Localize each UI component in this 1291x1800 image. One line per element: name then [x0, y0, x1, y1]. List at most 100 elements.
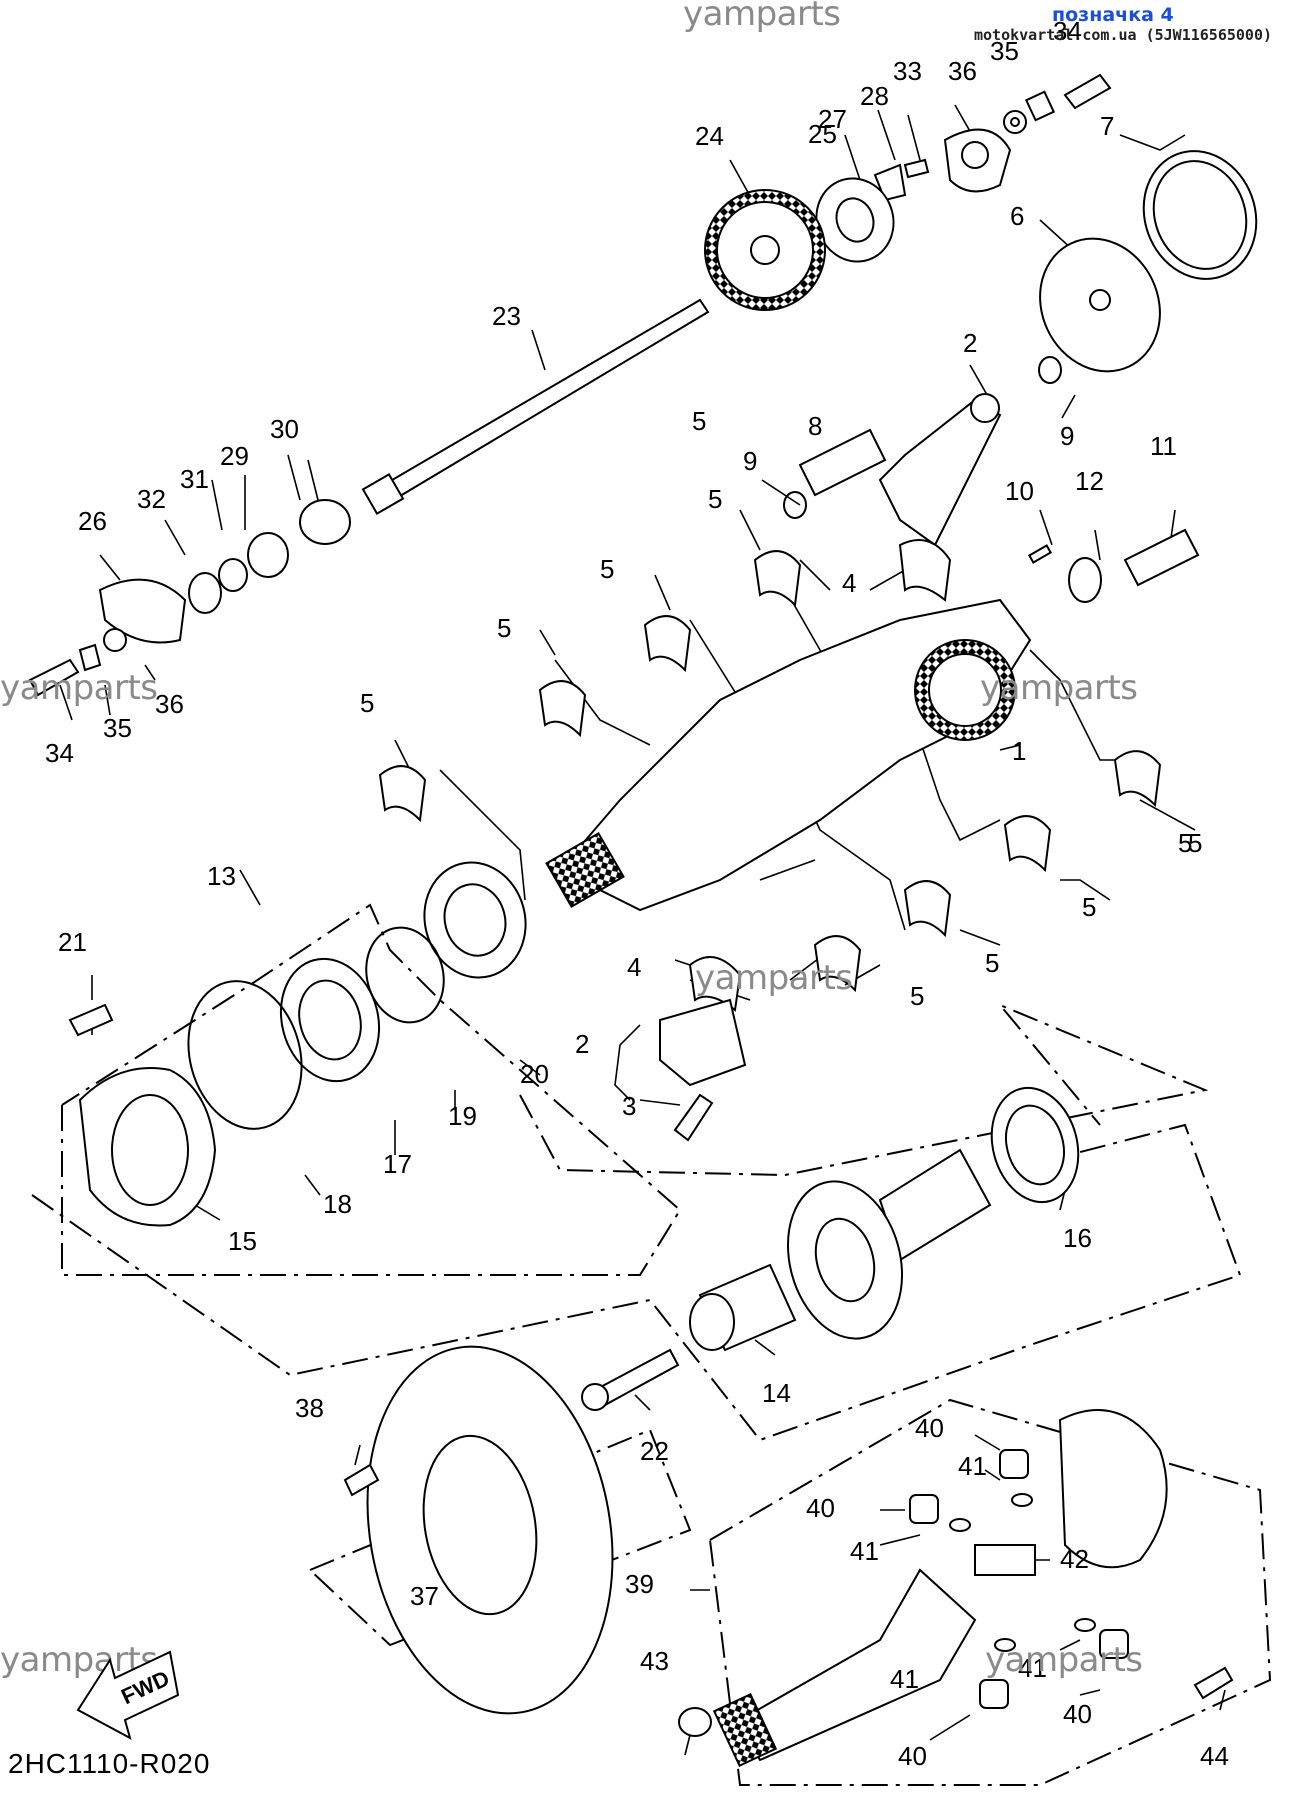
part-36-washer-left[interactable] — [103, 628, 127, 652]
callout-c40c[interactable]: 40 — [1063, 1699, 1092, 1729]
callout-c5g[interactable]: 5 — [1082, 892, 1096, 922]
callout-c35b[interactable]: 35 — [103, 713, 132, 743]
part-34-bolt[interactable] — [1063, 73, 1112, 110]
callout-c19[interactable]: 19 — [448, 1101, 477, 1131]
callout-c9b[interactable]: 9 — [1060, 421, 1074, 451]
callout-c27[interactable]: 27 — [818, 104, 847, 134]
part-5-shell-b[interactable] — [538, 680, 587, 738]
callout-c5d[interactable]: 5 — [360, 688, 374, 718]
part-39-yoke-shaft[interactable] — [738, 1568, 977, 1762]
callout-c37[interactable]: 37 — [410, 1581, 439, 1611]
part-41-clip-b[interactable] — [949, 1518, 971, 1532]
part-30-bushing[interactable] — [299, 499, 351, 545]
part-40-cap-b[interactable] — [909, 1494, 939, 1524]
callout-c16[interactable]: 16 — [1063, 1223, 1092, 1253]
header-site[interactable]: motokvartal.com.ua (5JW116565000) — [974, 26, 1273, 44]
part-9-clip[interactable] — [783, 491, 807, 519]
callout-c41a[interactable]: 41 — [958, 1451, 987, 1481]
part-1-crankshaft[interactable] — [558, 598, 1032, 912]
part-5-shell-h[interactable] — [813, 935, 862, 993]
callout-c5f[interactable]: 5 — [1178, 828, 1192, 858]
part-11-bolt[interactable] — [1123, 528, 1200, 587]
callout-c35a[interactable]: 35 — [990, 36, 1019, 66]
callout-c34b[interactable]: 34 — [45, 738, 74, 768]
part-yoke-flange[interactable] — [1058, 1409, 1168, 1569]
callout-c44[interactable]: 44 — [1200, 1741, 1229, 1771]
callout-c41c[interactable]: 41 — [1018, 1653, 1047, 1683]
callout-c41d[interactable]: 41 — [890, 1664, 919, 1694]
part-9-clip-b[interactable] — [1038, 356, 1062, 384]
part-19-circlip[interactable] — [356, 919, 454, 1031]
part-10-key[interactable] — [1027, 544, 1053, 564]
part-4-bearing-top[interactable] — [898, 539, 952, 602]
callout-c32[interactable]: 32 — [137, 484, 166, 514]
part-40-cap-d[interactable] — [979, 1679, 1009, 1709]
callout-c33[interactable]: 33 — [893, 56, 922, 86]
callout-c12[interactable]: 12 — [1075, 466, 1104, 496]
callout-c13[interactable]: 13 — [207, 861, 236, 891]
part-32-circlip[interactable] — [188, 572, 222, 614]
part-5-shell-a[interactable] — [378, 765, 427, 823]
callout-c29[interactable]: 29 — [220, 441, 249, 471]
part-44-bolt[interactable] — [1193, 1666, 1234, 1700]
part-2-connecting-rod[interactable] — [878, 398, 1002, 547]
part-2-rod-cap[interactable] — [659, 998, 747, 1087]
part-5-shell-g[interactable] — [903, 880, 952, 938]
callout-c15[interactable]: 15 — [228, 1226, 257, 1256]
callout-c2a[interactable]: 2 — [963, 328, 977, 358]
part-12-washer[interactable] — [1068, 557, 1102, 603]
callout-c28[interactable]: 28 — [860, 81, 889, 111]
part-18-o-ring[interactable] — [172, 968, 317, 1141]
callout-c40d[interactable]: 40 — [898, 1741, 927, 1771]
callout-c31[interactable]: 31 — [180, 464, 209, 494]
part-43-circlip[interactable] — [678, 1707, 712, 1737]
callout-c5h[interactable]: 5 — [985, 948, 999, 978]
callout-c8[interactable]: 8 — [808, 411, 822, 441]
part-29-bearing[interactable] — [247, 532, 289, 578]
callout-c39[interactable]: 39 — [625, 1569, 654, 1599]
part-41-clip-a[interactable] — [1011, 1493, 1033, 1507]
callout-c38[interactable]: 38 — [295, 1393, 324, 1423]
callout-c5c[interactable]: 5 — [497, 613, 511, 643]
part-28-screw[interactable] — [903, 158, 930, 179]
part-35-clip[interactable] — [1024, 90, 1056, 122]
callout-c17[interactable]: 17 — [383, 1149, 412, 1179]
callout-c14[interactable]: 14 — [762, 1378, 791, 1408]
part-42-cross[interactable] — [974, 1544, 1036, 1576]
callout-c7[interactable]: 7 — [1100, 111, 1114, 141]
callout-c18[interactable]: 18 — [323, 1189, 352, 1219]
part-23-shaft[interactable] — [373, 298, 710, 507]
callout-c6[interactable]: 6 — [1010, 201, 1024, 231]
part-41-clip-c[interactable] — [1074, 1618, 1096, 1632]
callout-c9a[interactable]: 9 — [743, 446, 757, 476]
callout-c5e[interactable]: 5 — [692, 406, 706, 436]
callout-c4a[interactable]: 4 — [842, 568, 856, 598]
callout-c3[interactable]: 3 — [622, 1091, 636, 1121]
callout-c5i[interactable]: 5 — [910, 981, 924, 1011]
part-8-piston-pin[interactable] — [798, 428, 887, 497]
part-31-washer[interactable] — [218, 558, 248, 592]
part-4-bearing-lower[interactable] — [688, 956, 742, 1012]
callout-c5b[interactable]: 5 — [600, 554, 614, 584]
callout-c21[interactable]: 21 — [58, 927, 87, 957]
header-tag[interactable]: позначка 4 — [1052, 4, 1174, 26]
part-21-bolt[interactable] — [68, 1003, 114, 1037]
part-35-clip-left[interactable] — [78, 643, 102, 672]
callout-c10[interactable]: 10 — [1005, 476, 1034, 506]
callout-c5j[interactable]: 5 — [1188, 828, 1202, 858]
part-5-shell-d[interactable] — [753, 550, 802, 608]
callout-c36a[interactable]: 36 — [948, 56, 977, 86]
part-5-shell-e[interactable] — [1113, 750, 1162, 808]
part-38-bolt[interactable] — [343, 1463, 380, 1497]
callout-c41b[interactable]: 41 — [850, 1536, 879, 1566]
callout-c1[interactable]: 1 — [1012, 736, 1026, 766]
callout-c36b[interactable]: 36 — [155, 689, 184, 719]
callout-c4b[interactable]: 4 — [627, 952, 641, 982]
callout-c22[interactable]: 22 — [640, 1436, 669, 1466]
part-34-bolt-left[interactable] — [28, 658, 80, 697]
callout-c26[interactable]: 26 — [78, 506, 107, 536]
part-41-clip-d[interactable] — [994, 1638, 1016, 1652]
callout-c24[interactable]: 24 — [695, 121, 724, 151]
callout-c34a[interactable]: 34 — [1053, 16, 1082, 46]
callout-c43[interactable]: 43 — [640, 1646, 669, 1676]
